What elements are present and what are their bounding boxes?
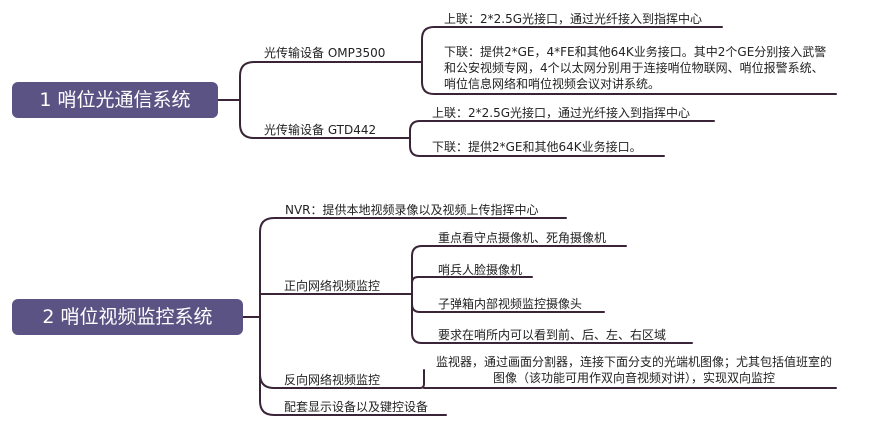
node-omp3500-downlink[interactable]: 下联：提供2*GE，4*FE和其他64K业务接口。其中2个GE分别接入武警和公安… bbox=[444, 45, 827, 91]
wire-root1-trunk bbox=[217, 61, 403, 139]
root-node-optical[interactable]: 1 哨位光通信系统 bbox=[12, 82, 218, 118]
node-forward-monitoring[interactable]: 正向网络视频监控 bbox=[284, 279, 381, 293]
node-reverse-monitoring[interactable]: 反向网络视频监控 bbox=[284, 373, 381, 387]
node-gtd442-downlink[interactable]: 下联：提供2*GE和其他64K业务接口。 bbox=[432, 140, 642, 154]
node-forward-item-3[interactable]: 子弹箱内部视频监控摄像头 bbox=[438, 297, 583, 311]
node-gtd442[interactable]: 光传输设备 GTD442 bbox=[264, 123, 377, 137]
wire-gtd442 bbox=[401, 120, 715, 157]
node-forward-item-4[interactable]: 要求在哨所内可以看到前、后、左、右区域 bbox=[438, 328, 667, 342]
wire-omp3500 bbox=[401, 26, 837, 95]
node-forward-item-2[interactable]: 哨兵人脸摄像机 bbox=[438, 263, 523, 277]
node-gtd442-uplink[interactable]: 上联：2*2.5G光接口，通过光纤接入到指挥中心 bbox=[432, 106, 691, 120]
node-nvr[interactable]: NVR：提供本地视频录像以及视频上传指挥中心 bbox=[285, 203, 539, 217]
root-node-video[interactable]: 2 哨位视频监控系统 bbox=[12, 299, 243, 335]
wire-reverse bbox=[389, 369, 837, 389]
node-omp3500-uplink[interactable]: 上联：2*2.5G光接口，通过光纤接入到指挥中心 bbox=[444, 12, 703, 26]
node-reverse-detail[interactable]: 监视器，通过画面分割器，连接下面分支的光端机图像；尤其包括值班室的图像（该功能可… bbox=[435, 355, 832, 385]
node-forward-item-1[interactable]: 重点看守点摄像机、死角摄像机 bbox=[438, 231, 607, 245]
wire-root2-trunk bbox=[242, 217, 567, 416]
node-omp3500[interactable]: 光传输设备 OMP3500 bbox=[264, 46, 386, 60]
node-support-devices[interactable]: 配套显示设备以及键控设备 bbox=[284, 400, 429, 414]
wire-forward bbox=[401, 245, 693, 344]
